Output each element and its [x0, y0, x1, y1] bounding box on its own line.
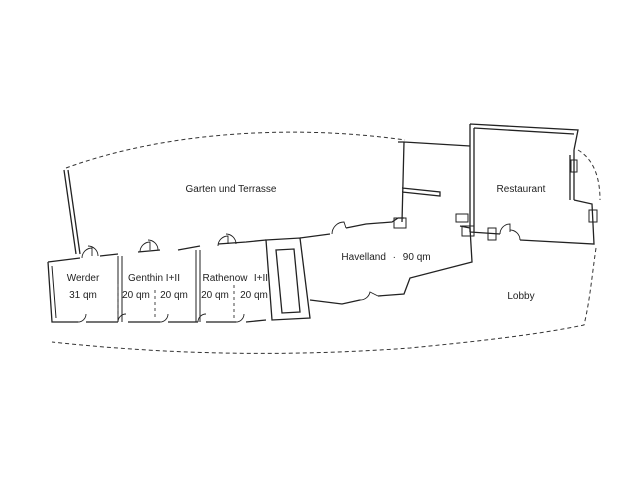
west-wing-doors-top: [81, 233, 237, 259]
room-label-lobby: Lobby: [507, 291, 534, 302]
room-label-werder: Werder: [67, 273, 100, 284]
room-area-werder: 31 qm: [69, 290, 97, 301]
havelland-separator: ·: [393, 252, 396, 263]
west-wing-walls: [47, 239, 267, 323]
terrace-walls: [398, 141, 471, 223]
restaurant-walls: [469, 123, 595, 245]
room-area-genthin-2: 20 qm: [160, 290, 188, 301]
terrace-steps: [393, 213, 469, 229]
room-label-havelland: Havelland · 90 qm: [341, 252, 430, 263]
west-wing-doors-bottom: [77, 313, 245, 323]
room-area-rathenow-1: 20 qm: [201, 290, 229, 301]
room-label-restaurant: Restaurant: [497, 184, 546, 195]
corridor-block: [265, 237, 311, 321]
room-area-rathenow-2: 20 qm: [240, 290, 268, 301]
havelland-name: Havelland: [341, 252, 385, 263]
room-label-genthin: Genthin I+II: [128, 273, 180, 284]
lobby-entry-steps: [461, 225, 497, 241]
room-area-genthin-1: 20 qm: [122, 290, 150, 301]
west-wing-inner-walls: [51, 250, 201, 322]
room-label-rathenow-suffix: I+II: [254, 273, 268, 284]
havelland-area: 90 qm: [403, 252, 431, 263]
restaurant-windows: [570, 159, 598, 223]
room-label-garden: Garten und Terrasse: [186, 184, 277, 195]
site-boundary-outline: [51, 131, 601, 354]
havelland-doors: [331, 221, 379, 301]
garden-wall: [63, 169, 81, 255]
restaurant-doors: [499, 223, 521, 241]
room-label-rathenow: Rathenow: [202, 273, 248, 284]
